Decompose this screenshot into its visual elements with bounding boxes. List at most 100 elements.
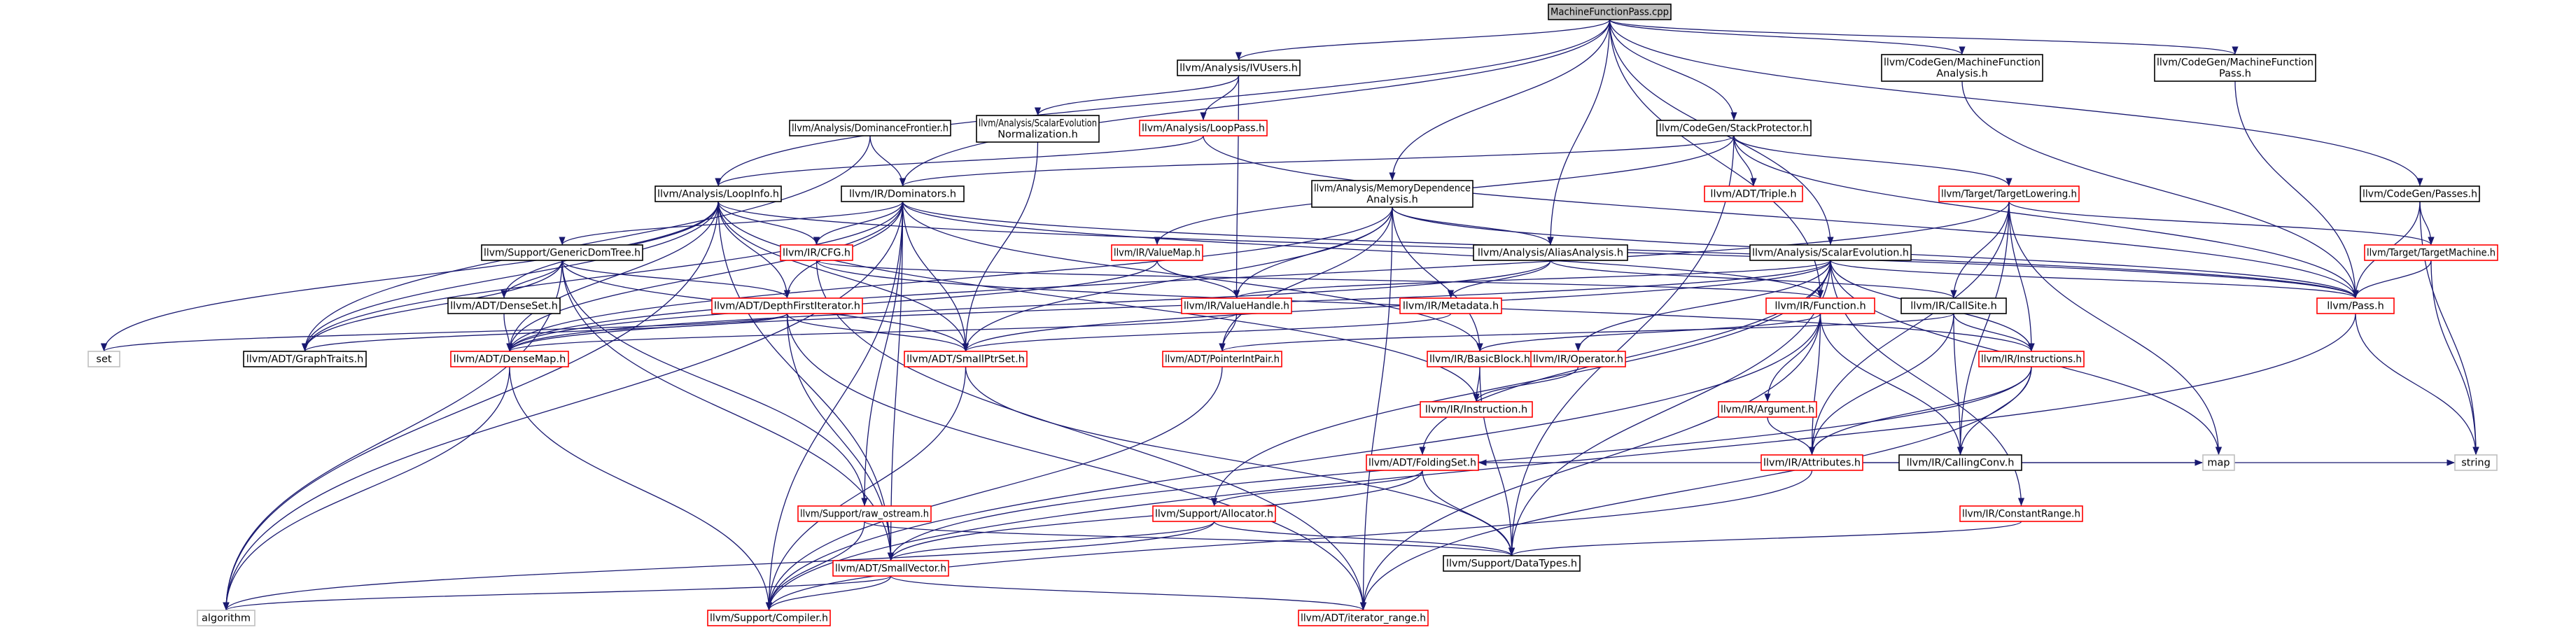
node-denseset[interactable]: llvm/ADT/DenseSet.h: [447, 297, 561, 314]
node-dfi[interactable]: llvm/ADT/DepthFirstIterator.h: [711, 297, 863, 314]
node-set: set: [88, 351, 120, 367]
node-sen-label: llvm/Analysis/ScalarEvolution: [979, 118, 1097, 129]
node-se-box: [1749, 244, 1912, 261]
edge-loopinfo-to-set: [100, 201, 719, 352]
node-metadata[interactable]: llvm/IR/Metadata.h: [1399, 297, 1502, 314]
node-compiler[interactable]: llvm/Support/Compiler.h: [707, 610, 831, 626]
edge-pass-to-compiler: [765, 313, 2356, 611]
node-argument-label: llvm/IR/Argument.h: [1721, 405, 1814, 416]
node-callingconv[interactable]: llvm/IR/CallingConv.h: [1898, 454, 2022, 471]
edge-metadata-to-smallptrset: [962, 313, 1452, 352]
edge-aa-to-metadata: [1447, 260, 1551, 299]
node-datatypes-label: llvm/Support/DataTypes.h: [1446, 559, 1577, 570]
edge-dominators-to-densemap: [506, 201, 904, 352]
node-cfg[interactable]: llvm/IR/CFG.h: [780, 244, 853, 261]
edge-cfg-to-function: [816, 260, 1823, 299]
edge-function-to-basicblock: [1476, 313, 1821, 352]
node-domfront-label: llvm/Analysis/DominanceFrontier.h: [792, 123, 948, 134]
edge-instructions-to-iterrange: [1359, 366, 2032, 611]
node-vh-label: llvm/IR/ValueHandle.h: [1184, 301, 1289, 312]
nodes-layer: MachineFunctionPass.cpp llvm/Analysis/IVU…: [88, 3, 2498, 626]
node-operator[interactable]: llvm/IR/Operator.h: [1530, 351, 1626, 367]
edge-root-to-memdep: [1389, 19, 1611, 181]
node-foldingset[interactable]: llvm/ADT/FoldingSet.h: [1366, 454, 1479, 471]
node-graphtraits-box: [243, 351, 367, 367]
node-graphtraits-label: llvm/ADT/GraphTraits.h: [246, 354, 364, 365]
node-loopinfo[interactable]: llvm/Analysis/LoopInfo.h: [654, 185, 782, 202]
edge-looppass-to-pass: [1203, 135, 2359, 299]
node-pip[interactable]: llvm/ADT/PointerIntPair.h: [1162, 351, 1282, 367]
edge-pip-to-compiler: [765, 366, 1223, 611]
node-tm[interactable]: llvm/Target/TargetMachine.h: [2364, 244, 2498, 261]
edge-ivusers-to-looppass: [1200, 75, 1240, 121]
node-root[interactable]: MachineFunctionPass.cpp: [1548, 3, 1672, 20]
node-allocator[interactable]: llvm/Support/Allocator.h: [1152, 505, 1276, 522]
edge-se-to-vh: [1233, 260, 1831, 299]
node-ivusers[interactable]: llvm/Analysis/IVUsers.h: [1177, 59, 1301, 76]
node-domfront[interactable]: llvm/Analysis/DominanceFrontier.h: [789, 120, 951, 136]
edge-dfi-to-graphtraits: [302, 313, 788, 352]
node-smallptrset[interactable]: llvm/ADT/SmallPtrSet.h: [904, 351, 1028, 367]
edge-dominators-to-cfg: [813, 201, 904, 246]
edge-callsite-to-instructions: [1953, 313, 2035, 352]
node-se[interactable]: llvm/Analysis/ScalarEvolution.h: [1749, 244, 1912, 261]
edge-callsite-to-callingconv: [1953, 313, 1964, 456]
node-vh[interactable]: llvm/IR/ValueHandle.h: [1181, 297, 1292, 314]
node-cgpasses-label: llvm/CodeGen/Passes.h: [2362, 189, 2477, 200]
node-attributes-box: [1760, 454, 1863, 471]
node-densemap[interactable]: llvm/ADT/DenseMap.h: [450, 351, 569, 367]
node-loopinfo-box: [654, 185, 782, 202]
node-callsite[interactable]: llvm/IR/CallSite.h: [1900, 297, 2007, 314]
node-rawostream[interactable]: llvm/Support/raw_ostream.h: [797, 505, 932, 522]
node-valuemap-box: [1111, 244, 1203, 261]
node-pass[interactable]: llvm/Pass.h: [2316, 297, 2395, 314]
node-tm-box: [2364, 244, 2498, 261]
node-stackprot[interactable]: llvm/CodeGen/StackProtector.h: [1656, 120, 1812, 136]
edge-gdt-to-graphtraits: [301, 260, 563, 352]
edge-tli-to-attributes: [1808, 201, 2010, 456]
node-operator-box: [1530, 351, 1626, 367]
node-valuemap[interactable]: llvm/IR/ValueMap.h: [1111, 244, 1203, 261]
node-map-box: [2202, 454, 2235, 471]
edge-gdt-to-algorithm: [223, 260, 563, 611]
node-cgpasses[interactable]: llvm/CodeGen/Passes.h: [2360, 185, 2480, 202]
node-looppass[interactable]: llvm/Analysis/LoopPass.h: [1139, 120, 1268, 136]
node-looppass-label: llvm/Analysis/LoopPass.h: [1142, 123, 1265, 134]
node-datatypes[interactable]: llvm/Support/DataTypes.h: [1443, 555, 1581, 572]
node-map-label: map: [2207, 458, 2230, 469]
node-smallvector[interactable]: llvm/ADT/SmallVector.h: [832, 560, 949, 577]
node-cgmfp-label: Pass.h: [2219, 69, 2251, 80]
node-triple[interactable]: llvm/ADT/Triple.h: [1704, 185, 1803, 202]
node-foldingset-label: llvm/ADT/FoldingSet.h: [1368, 458, 1476, 469]
node-constantrange[interactable]: llvm/IR/ConstantRange.h: [1959, 505, 2083, 522]
node-basicblock[interactable]: llvm/IR/BasicBlock.h: [1427, 351, 1533, 367]
node-ivusers-box: [1177, 59, 1301, 76]
node-argument[interactable]: llvm/IR/Argument.h: [1718, 401, 1817, 418]
node-instructions-label: llvm/IR/Instructions.h: [1981, 354, 2082, 365]
edge-sen-to-smallptrset: [962, 141, 1039, 352]
node-instructions[interactable]: llvm/IR/Instructions.h: [1978, 351, 2085, 367]
node-algorithm-box: [197, 610, 255, 626]
node-attributes[interactable]: llvm/IR/Attributes.h: [1760, 454, 1863, 471]
edge-dominators-to-smallptrset: [902, 201, 969, 352]
node-dominators[interactable]: llvm/IR/Dominators.h: [841, 185, 965, 202]
node-denseset-box: [447, 297, 561, 314]
node-cgmfp[interactable]: llvm/CodeGen/MachineFunctionPass.h: [2154, 54, 2316, 82]
edges-layer: [100, 19, 2479, 611]
node-tli[interactable]: llvm/Target/TargetLowering.h: [1938, 185, 2080, 202]
node-instruction[interactable]: llvm/IR/Instruction.h: [1420, 401, 1533, 418]
node-graphtraits[interactable]: llvm/ADT/GraphTraits.h: [243, 351, 367, 367]
node-cfg-label: llvm/IR/CFG.h: [783, 248, 850, 259]
edge-aa-to-densemap: [506, 260, 1551, 352]
node-sen[interactable]: llvm/Analysis/ScalarEvolutionNormalizati…: [976, 115, 1100, 143]
edge-tli-to-densemap: [506, 201, 2010, 352]
node-pip-box: [1162, 351, 1282, 367]
edge-tm-to-string: [2430, 260, 2479, 456]
node-aa[interactable]: llvm/Analysis/AliasAnalysis.h: [1473, 244, 1628, 261]
edge-densemap-to-algorithm: [223, 366, 510, 611]
node-gdt[interactable]: llvm/Support/GenericDomTree.h: [481, 244, 643, 261]
node-function[interactable]: llvm/IR/Function.h: [1765, 297, 1875, 314]
node-iterrange[interactable]: llvm/ADT/iterator_range.h: [1298, 610, 1429, 626]
